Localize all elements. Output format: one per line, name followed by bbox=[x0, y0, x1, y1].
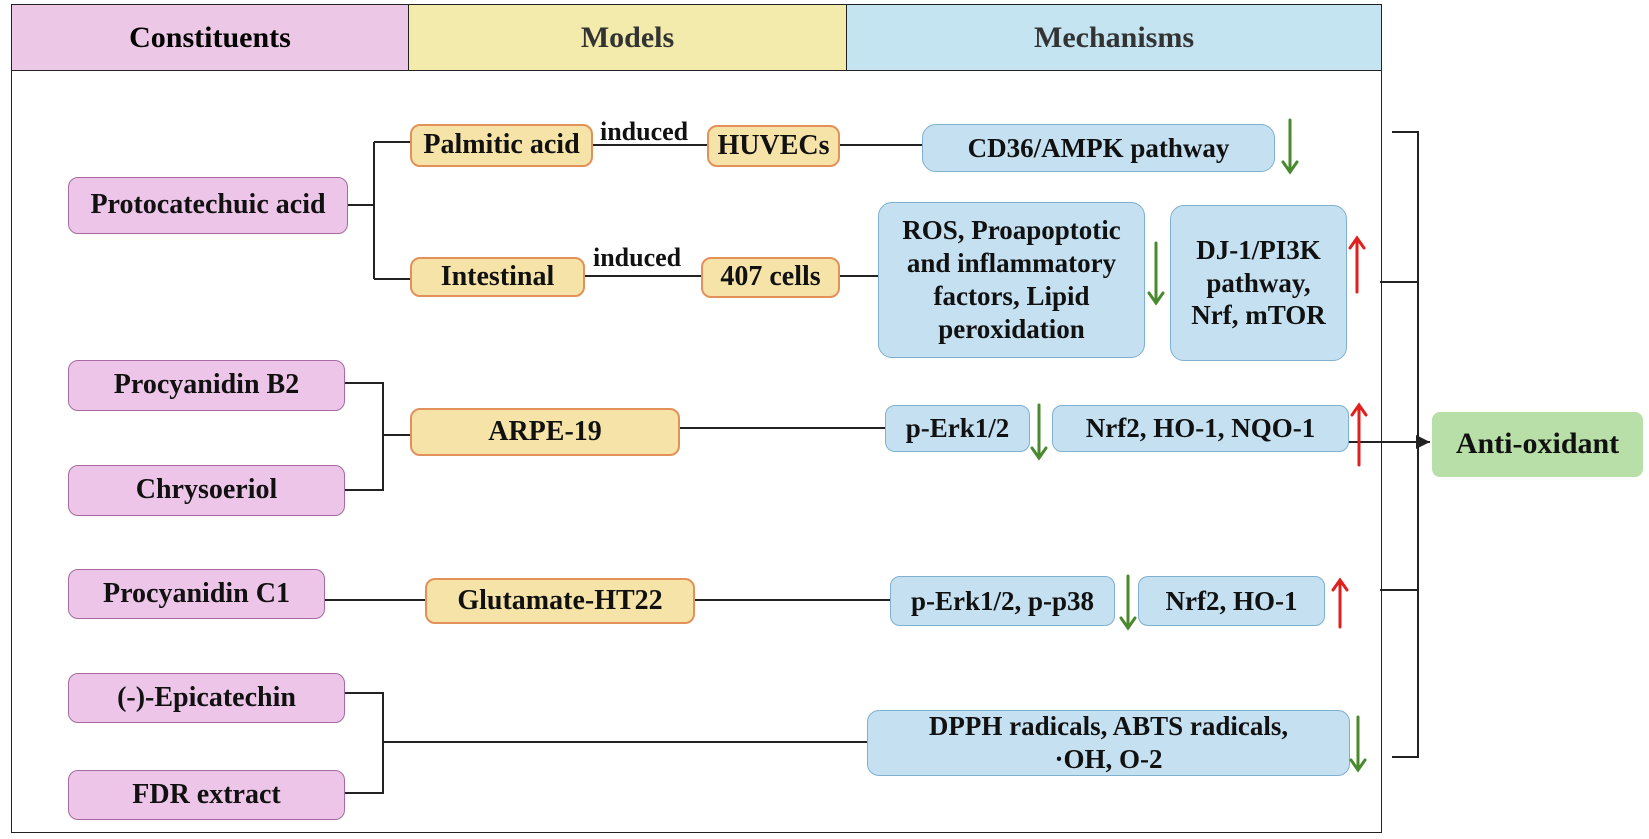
b2-chrysoeriol-bracket bbox=[345, 382, 410, 491]
model-intestinal: Intestinal bbox=[410, 257, 585, 297]
outcome-label: Anti-oxidant bbox=[1455, 427, 1620, 461]
constituent-label: (-)-Epicatechin bbox=[117, 681, 296, 713]
constituent-label: Procyanidin B2 bbox=[113, 369, 300, 401]
mechanism-nrf2-ho1: Nrf2, HO-1 bbox=[1138, 576, 1325, 626]
mechanism-label: p-Erk1/2 bbox=[905, 413, 1010, 444]
mechanism-label: DPPH radicals, ABTS radicals, ·OH, O-2 bbox=[928, 711, 1289, 774]
model-label: Glutamate-HT22 bbox=[457, 584, 663, 616]
down-arrow-icon bbox=[1147, 241, 1165, 306]
protocatechuic-branch bbox=[348, 141, 410, 280]
mechanism-label: DJ-1/PI3K pathway, Nrf, mTOR bbox=[1191, 234, 1326, 331]
constituent-chrysoeriol: Chrysoeriol bbox=[68, 465, 345, 516]
diagram-frame bbox=[11, 4, 1382, 833]
epicatechin-fdr-bracket bbox=[345, 692, 867, 794]
header-constituents-label: Constituents bbox=[129, 20, 291, 54]
model-palmitic-acid: Palmitic acid bbox=[410, 124, 593, 167]
mechanism-nrf2-ho1-nqo1: Nrf2, HO-1, NQO-1 bbox=[1052, 405, 1349, 452]
up-arrow-icon bbox=[1348, 235, 1366, 294]
induced-label: induced bbox=[593, 243, 682, 272]
constituent-label: FDR extract bbox=[132, 778, 281, 810]
constituent-procyanidin-c1: Procyanidin C1 bbox=[68, 569, 325, 619]
mechanism-dpph-abts: DPPH radicals, ABTS radicals, ·OH, O-2 bbox=[867, 710, 1350, 776]
model-label: 407 cells bbox=[720, 261, 821, 293]
down-arrow-icon bbox=[1030, 403, 1048, 461]
mechanism-dj1-pi3k: DJ-1/PI3K pathway, Nrf, mTOR bbox=[1170, 205, 1347, 361]
header-mechanisms-label: Mechanisms bbox=[1034, 20, 1194, 54]
outcome-anti-oxidant: Anti-oxidant bbox=[1432, 412, 1643, 477]
induced-label: induced bbox=[600, 117, 689, 146]
mechanism-label: Nrf2, HO-1 bbox=[1165, 585, 1298, 616]
mechanism-p-erk: p-Erk1/2 bbox=[885, 405, 1030, 452]
model-407-cells: 407 cells bbox=[701, 257, 840, 298]
constituent-label: Protocatechuic acid bbox=[90, 189, 326, 221]
constituent-label: Procyanidin C1 bbox=[103, 577, 290, 609]
up-arrow-icon bbox=[1331, 577, 1349, 629]
constituent-procyanidin-b2: Procyanidin B2 bbox=[68, 360, 345, 411]
header-models: Models bbox=[409, 5, 847, 71]
model-label: Intestinal bbox=[440, 260, 555, 292]
header-constituents: Constituents bbox=[12, 5, 409, 71]
mechanism-label: CD36/AMPK pathway bbox=[967, 132, 1230, 163]
model-label: Palmitic acid bbox=[423, 129, 580, 161]
model-glutamate-ht22: Glutamate-HT22 bbox=[425, 578, 695, 624]
collector-ticks bbox=[1380, 281, 1418, 591]
constituent-epicatechin: (-)-Epicatechin bbox=[68, 673, 345, 723]
model-arpe-19: ARPE-19 bbox=[410, 408, 680, 456]
header-models-label: Models bbox=[580, 20, 675, 54]
mechanism-label: Nrf2, HO-1, NQO-1 bbox=[1085, 413, 1316, 444]
mechanism-p-erk-p-p38: p-Erk1/2, p-p38 bbox=[890, 576, 1115, 626]
model-huvecs: HUVECs bbox=[707, 125, 840, 167]
down-arrow-icon bbox=[1349, 715, 1367, 773]
header-mechanisms: Mechanisms bbox=[847, 5, 1381, 71]
mechanism-label: p-Erk1/2, p-p38 bbox=[910, 585, 1095, 616]
down-arrow-icon bbox=[1119, 574, 1137, 631]
constituent-protocatechuic-acid: Protocatechuic acid bbox=[68, 177, 348, 234]
mechanism-ros: ROS, Proapoptotic and inflammatory facto… bbox=[878, 202, 1145, 358]
mechanism-cd36-ampk: CD36/AMPK pathway bbox=[922, 124, 1275, 172]
up-arrow-icon bbox=[1350, 402, 1368, 467]
model-label: HUVECs bbox=[717, 129, 830, 161]
constituent-label: Chrysoeriol bbox=[135, 474, 278, 506]
model-label: ARPE-19 bbox=[488, 415, 602, 447]
down-arrow-icon bbox=[1281, 118, 1299, 175]
constituent-fdr-extract: FDR extract bbox=[68, 770, 345, 820]
mechanism-label: ROS, Proapoptotic and inflammatory facto… bbox=[902, 215, 1121, 344]
